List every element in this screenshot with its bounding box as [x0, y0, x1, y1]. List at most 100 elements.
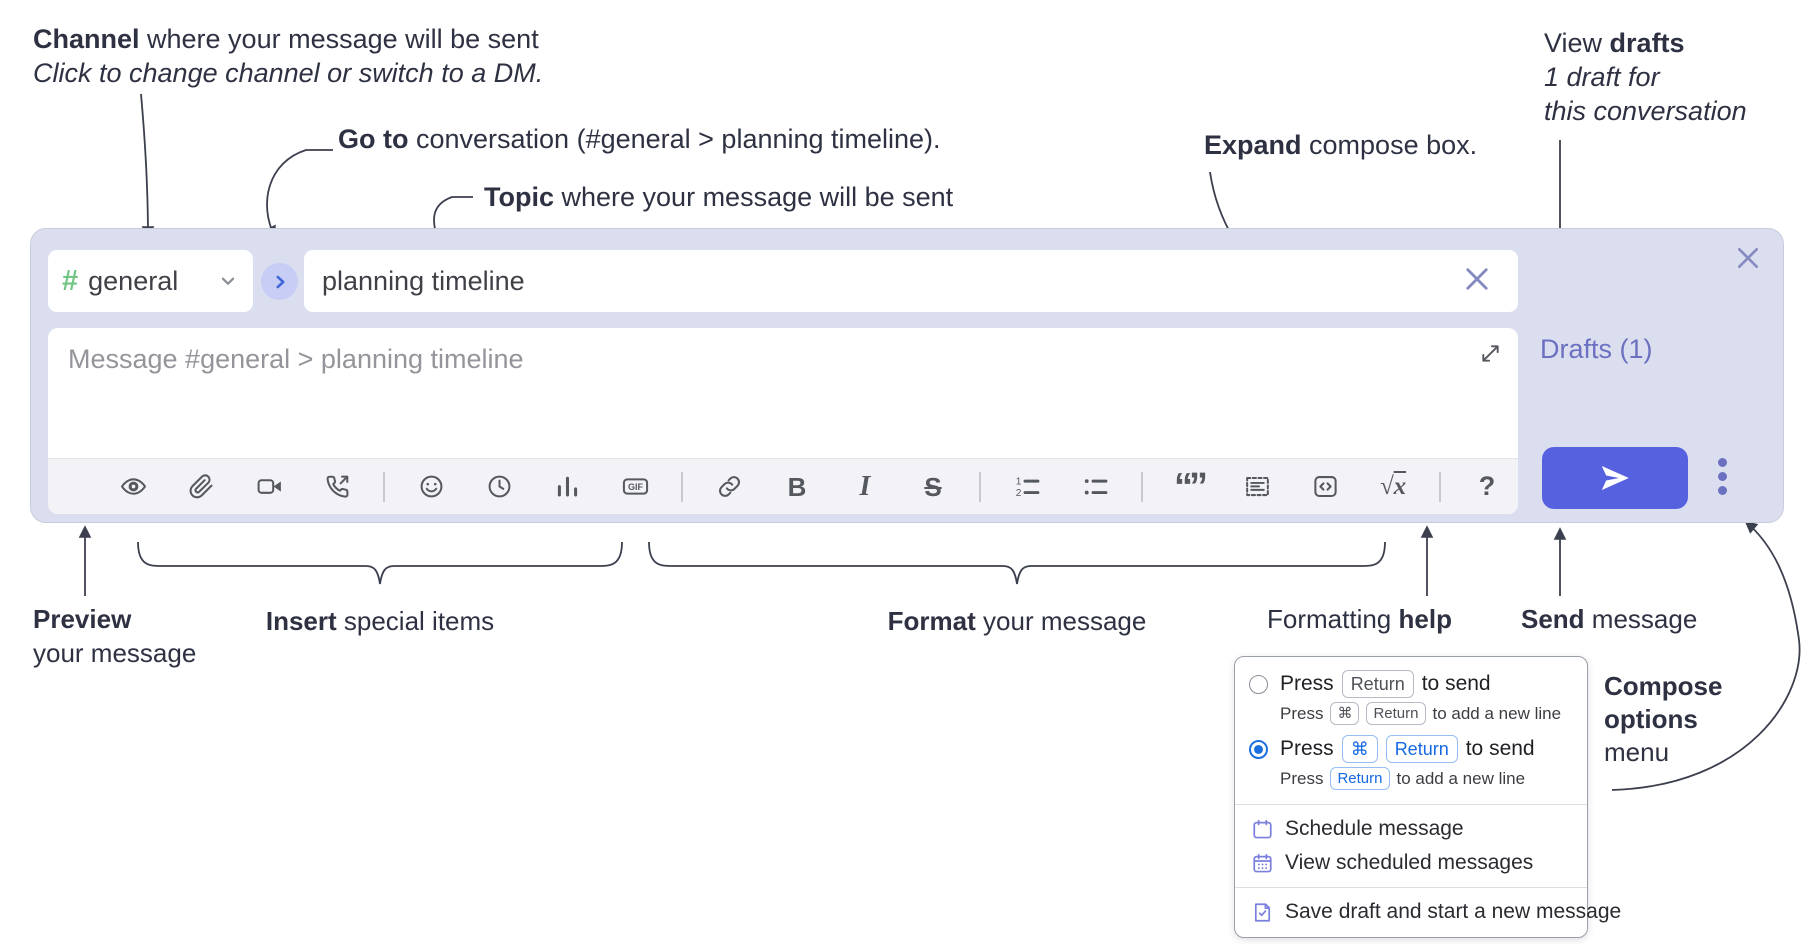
option-text: to add a new line	[1432, 703, 1562, 723]
emoji-icon[interactable]	[397, 464, 465, 510]
view-scheduled-messages-item[interactable]: View scheduled messages	[1235, 846, 1587, 880]
toolbar-divider	[669, 464, 695, 510]
key-cap: Return	[1341, 670, 1414, 698]
spoiler-icon[interactable]	[1223, 464, 1291, 510]
view-drafts-line2: 1 draft for	[1544, 62, 1660, 92]
preview-label: Preview your message	[33, 602, 196, 670]
schedule-message-item-icon	[1251, 818, 1274, 841]
toolbar-divider	[371, 464, 397, 510]
channel-annotation: Channel where your message will be sent …	[33, 22, 543, 90]
send-label-rest: message	[1584, 604, 1698, 634]
goto-conversation-button[interactable]	[261, 263, 298, 300]
radio-icon[interactable]	[1249, 674, 1268, 694]
send-message-label: Send message	[1521, 602, 1697, 636]
option-text: to add a new line	[1396, 768, 1526, 788]
preview-label-bold: Preview	[33, 604, 132, 634]
expand-annotation-bold: Expand	[1204, 130, 1302, 160]
svg-text:GIF: GIF	[628, 482, 644, 492]
ellipsis-dot	[1718, 472, 1727, 481]
compose-options-button[interactable]	[1714, 454, 1731, 499]
gif-icon[interactable]: GIF	[601, 464, 669, 510]
channel-name: general	[88, 265, 179, 296]
formatting-help-icon[interactable]: ?	[1453, 464, 1521, 510]
goto-annotation-bold: Go to	[338, 124, 409, 154]
close-icon	[1738, 248, 1758, 268]
ellipsis-dot	[1718, 458, 1727, 467]
topic-annotation-rest: where your message will be sent	[554, 182, 954, 212]
channel-arrow	[140, 93, 155, 239]
topic-annotation-bold: Topic	[484, 182, 554, 212]
send-option-2-sub: Press Return to add a new line	[1235, 766, 1587, 797]
channel-hash-icon: #	[62, 264, 79, 297]
chevron-down-icon	[217, 270, 239, 292]
popup-divider	[1235, 804, 1587, 805]
option-text: Press	[1280, 768, 1324, 788]
clear-topic-button[interactable]	[1460, 262, 1494, 296]
key-cap: ⌘	[1330, 702, 1360, 725]
channel-annotation-rest: where your message will be sent	[139, 24, 539, 54]
send-icon	[1601, 466, 1629, 490]
voice-call-icon[interactable]	[303, 464, 371, 510]
svg-text:2: 2	[1015, 488, 1021, 499]
view-drafts-normal: View	[1544, 28, 1610, 58]
bold-icon[interactable]: B	[763, 464, 831, 510]
popup-divider	[1235, 887, 1587, 888]
channel-annotation-line2: Click to change channel or switch to a D…	[33, 58, 544, 88]
preview-icon[interactable]	[99, 464, 167, 510]
message-placeholder: Message #general > planning timeline	[68, 344, 524, 374]
toolbar-divider	[967, 464, 993, 510]
expand-annotation-rest: compose box.	[1301, 130, 1478, 160]
expand-icon	[1482, 345, 1499, 362]
key-cap: Return	[1330, 767, 1390, 790]
code-icon[interactable]	[1291, 464, 1359, 510]
topic-input[interactable]	[304, 250, 1518, 312]
attach-file-icon[interactable]	[167, 464, 235, 510]
view-scheduled-messages-item-icon	[1251, 852, 1274, 875]
chevron-right-icon	[269, 271, 291, 293]
goto-arrow	[264, 149, 333, 239]
menu-item-label: View scheduled messages	[1285, 851, 1534, 874]
toolbar-divider	[1427, 464, 1453, 510]
bulleted-list-icon[interactable]	[1061, 464, 1129, 510]
channel-annotation-bold: Channel	[33, 24, 140, 54]
format-label: Format your message	[649, 604, 1385, 638]
topic-annotation: Topic where your message will be sent	[484, 180, 953, 214]
ellipsis-dot	[1718, 486, 1727, 495]
format-label-bold: Format	[887, 606, 976, 636]
expand-annotation: Expand compose box.	[1204, 128, 1477, 162]
strikethrough-icon[interactable]: S	[899, 464, 967, 510]
close-compose-button[interactable]	[1732, 242, 1764, 274]
send-button[interactable]	[1542, 447, 1688, 509]
radio-icon[interactable]	[1249, 739, 1268, 759]
format-brace	[648, 541, 1386, 585]
svg-text:1: 1	[1015, 477, 1021, 488]
quote-icon[interactable]: “”	[1155, 464, 1223, 510]
preview-label-line2: your message	[33, 638, 197, 668]
channel-selector[interactable]: # general	[48, 250, 253, 312]
save-draft-new-message-item[interactable]: Save draft and start a new message	[1235, 895, 1621, 929]
compose-options-line3: menu	[1604, 737, 1670, 767]
goto-annotation: Go to conversation (#general > planning …	[338, 122, 941, 156]
send-option-1[interactable]: Press Return to send	[1235, 667, 1587, 701]
option-text: Press	[1280, 672, 1334, 695]
schedule-message-item[interactable]: Schedule message	[1235, 812, 1587, 846]
view-drafts-bold: drafts	[1609, 28, 1685, 58]
compose-options-bold1: Compose	[1604, 671, 1723, 701]
toolbar-divider	[1129, 464, 1155, 510]
key-cap: ⌘	[1341, 735, 1378, 763]
italic-icon[interactable]: I	[831, 464, 899, 510]
formatting-help-normal: Formatting	[1267, 604, 1399, 634]
video-call-icon[interactable]	[235, 464, 303, 510]
global-time-icon[interactable]	[465, 464, 533, 510]
math-icon[interactable]: √x	[1359, 464, 1427, 510]
poll-icon[interactable]	[533, 464, 601, 510]
option-text: to send	[1421, 672, 1491, 695]
expand-compose-button[interactable]	[1479, 342, 1502, 365]
format-label-rest: your message	[975, 606, 1147, 636]
drafts-link[interactable]: Drafts (1)	[1540, 334, 1653, 364]
link-icon[interactable]	[695, 464, 763, 510]
insert-label-rest: special items	[336, 606, 495, 636]
